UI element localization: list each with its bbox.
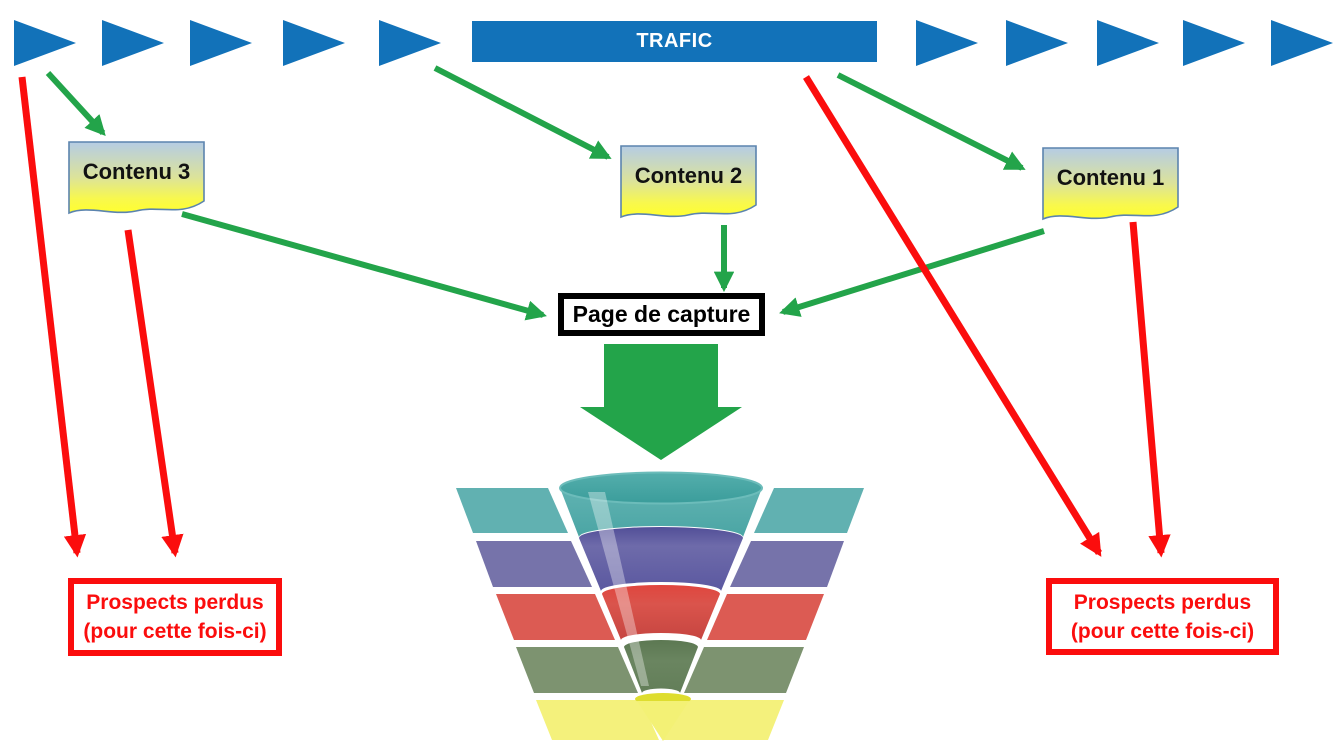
funnel-band-right-4 — [684, 647, 804, 693]
funnel-band-right-2 — [730, 541, 844, 587]
funnel-cone-mouth — [559, 471, 763, 505]
funnel-band-left-1 — [456, 488, 568, 533]
funnel-band-left-2 — [476, 541, 592, 587]
note-label: Contenu 1 — [1056, 165, 1165, 190]
note-shape — [1042, 147, 1179, 221]
prospects-lost-line1: Prospects perdus — [1073, 591, 1252, 614]
arrow-trafic-to-contenu2 — [433, 65, 612, 160]
capture-page-label: Page de capture — [572, 301, 751, 327]
prospects-lost-line2: (pour cette fois-ci) — [83, 620, 267, 643]
funnel-band-right-1 — [754, 488, 864, 533]
prospects-lost-line2: (pour cette fois-ci) — [1070, 620, 1255, 643]
funnel-cone-green — [624, 640, 698, 693]
flow-triangle-icon — [190, 20, 252, 66]
note-label: Contenu 3 — [82, 159, 191, 184]
prospects-lost-line1: Prospects perdus — [86, 591, 264, 614]
arrow-lost-right-outer — [803, 75, 1102, 557]
flow-triangle-icon — [1271, 20, 1333, 66]
trafic-banner-label: TRAFIC — [636, 30, 713, 52]
flow-triangle-icon — [283, 20, 345, 66]
funnel-cone-tip — [637, 701, 689, 741]
funnel-band-right-3 — [707, 594, 824, 640]
content-note-2: Contenu 2 — [620, 145, 757, 225]
funnel-band-left-5 — [536, 700, 659, 740]
note-shape — [620, 145, 757, 219]
trafic-banner: TRAFIC — [472, 21, 877, 62]
arrow-lost-right-inner — [1129, 221, 1171, 558]
flow-triangle-icon — [1006, 20, 1068, 66]
funnel-cone-purple — [579, 527, 743, 591]
arrow-trafic-to-contenu3 — [45, 70, 106, 137]
prospects-lost-box-right: Prospects perdus (pour cette fois-ci) — [1046, 578, 1279, 655]
flow-triangle-icon — [916, 20, 978, 66]
funnel-cone-red — [602, 585, 720, 640]
content-note-3: Contenu 3 — [68, 141, 205, 221]
content-note-1: Contenu 1 — [1042, 147, 1179, 227]
capture-page-box: Page de capture — [558, 293, 765, 336]
note-label: Contenu 2 — [634, 163, 743, 188]
funnel-band-right-5 — [663, 700, 784, 740]
flow-triangle-icon — [1183, 20, 1245, 66]
flow-triangle-icon — [379, 20, 441, 66]
funnel-band-left-3 — [496, 594, 615, 640]
arrow-contenu3-to-capture — [181, 211, 547, 321]
arrow-capture-to-funnel — [580, 344, 742, 460]
funnel-highlight — [588, 492, 649, 686]
funnel-band-left-4 — [516, 647, 638, 693]
arrow-lost-left-inner — [124, 229, 184, 558]
flow-triangle-icon — [102, 20, 164, 66]
funnel-graphic — [456, 471, 864, 741]
arrow-contenu1-to-capture — [779, 228, 1045, 317]
flow-triangle-icon — [1097, 20, 1159, 66]
arrow-lost-left-outer — [18, 76, 87, 558]
flow-triangle-icon — [14, 20, 76, 66]
prospects-lost-box-left: Prospects perdus (pour cette fois-ci) — [68, 578, 282, 656]
arrow-trafic-to-contenu1 — [836, 72, 1026, 171]
note-shape — [68, 141, 205, 215]
